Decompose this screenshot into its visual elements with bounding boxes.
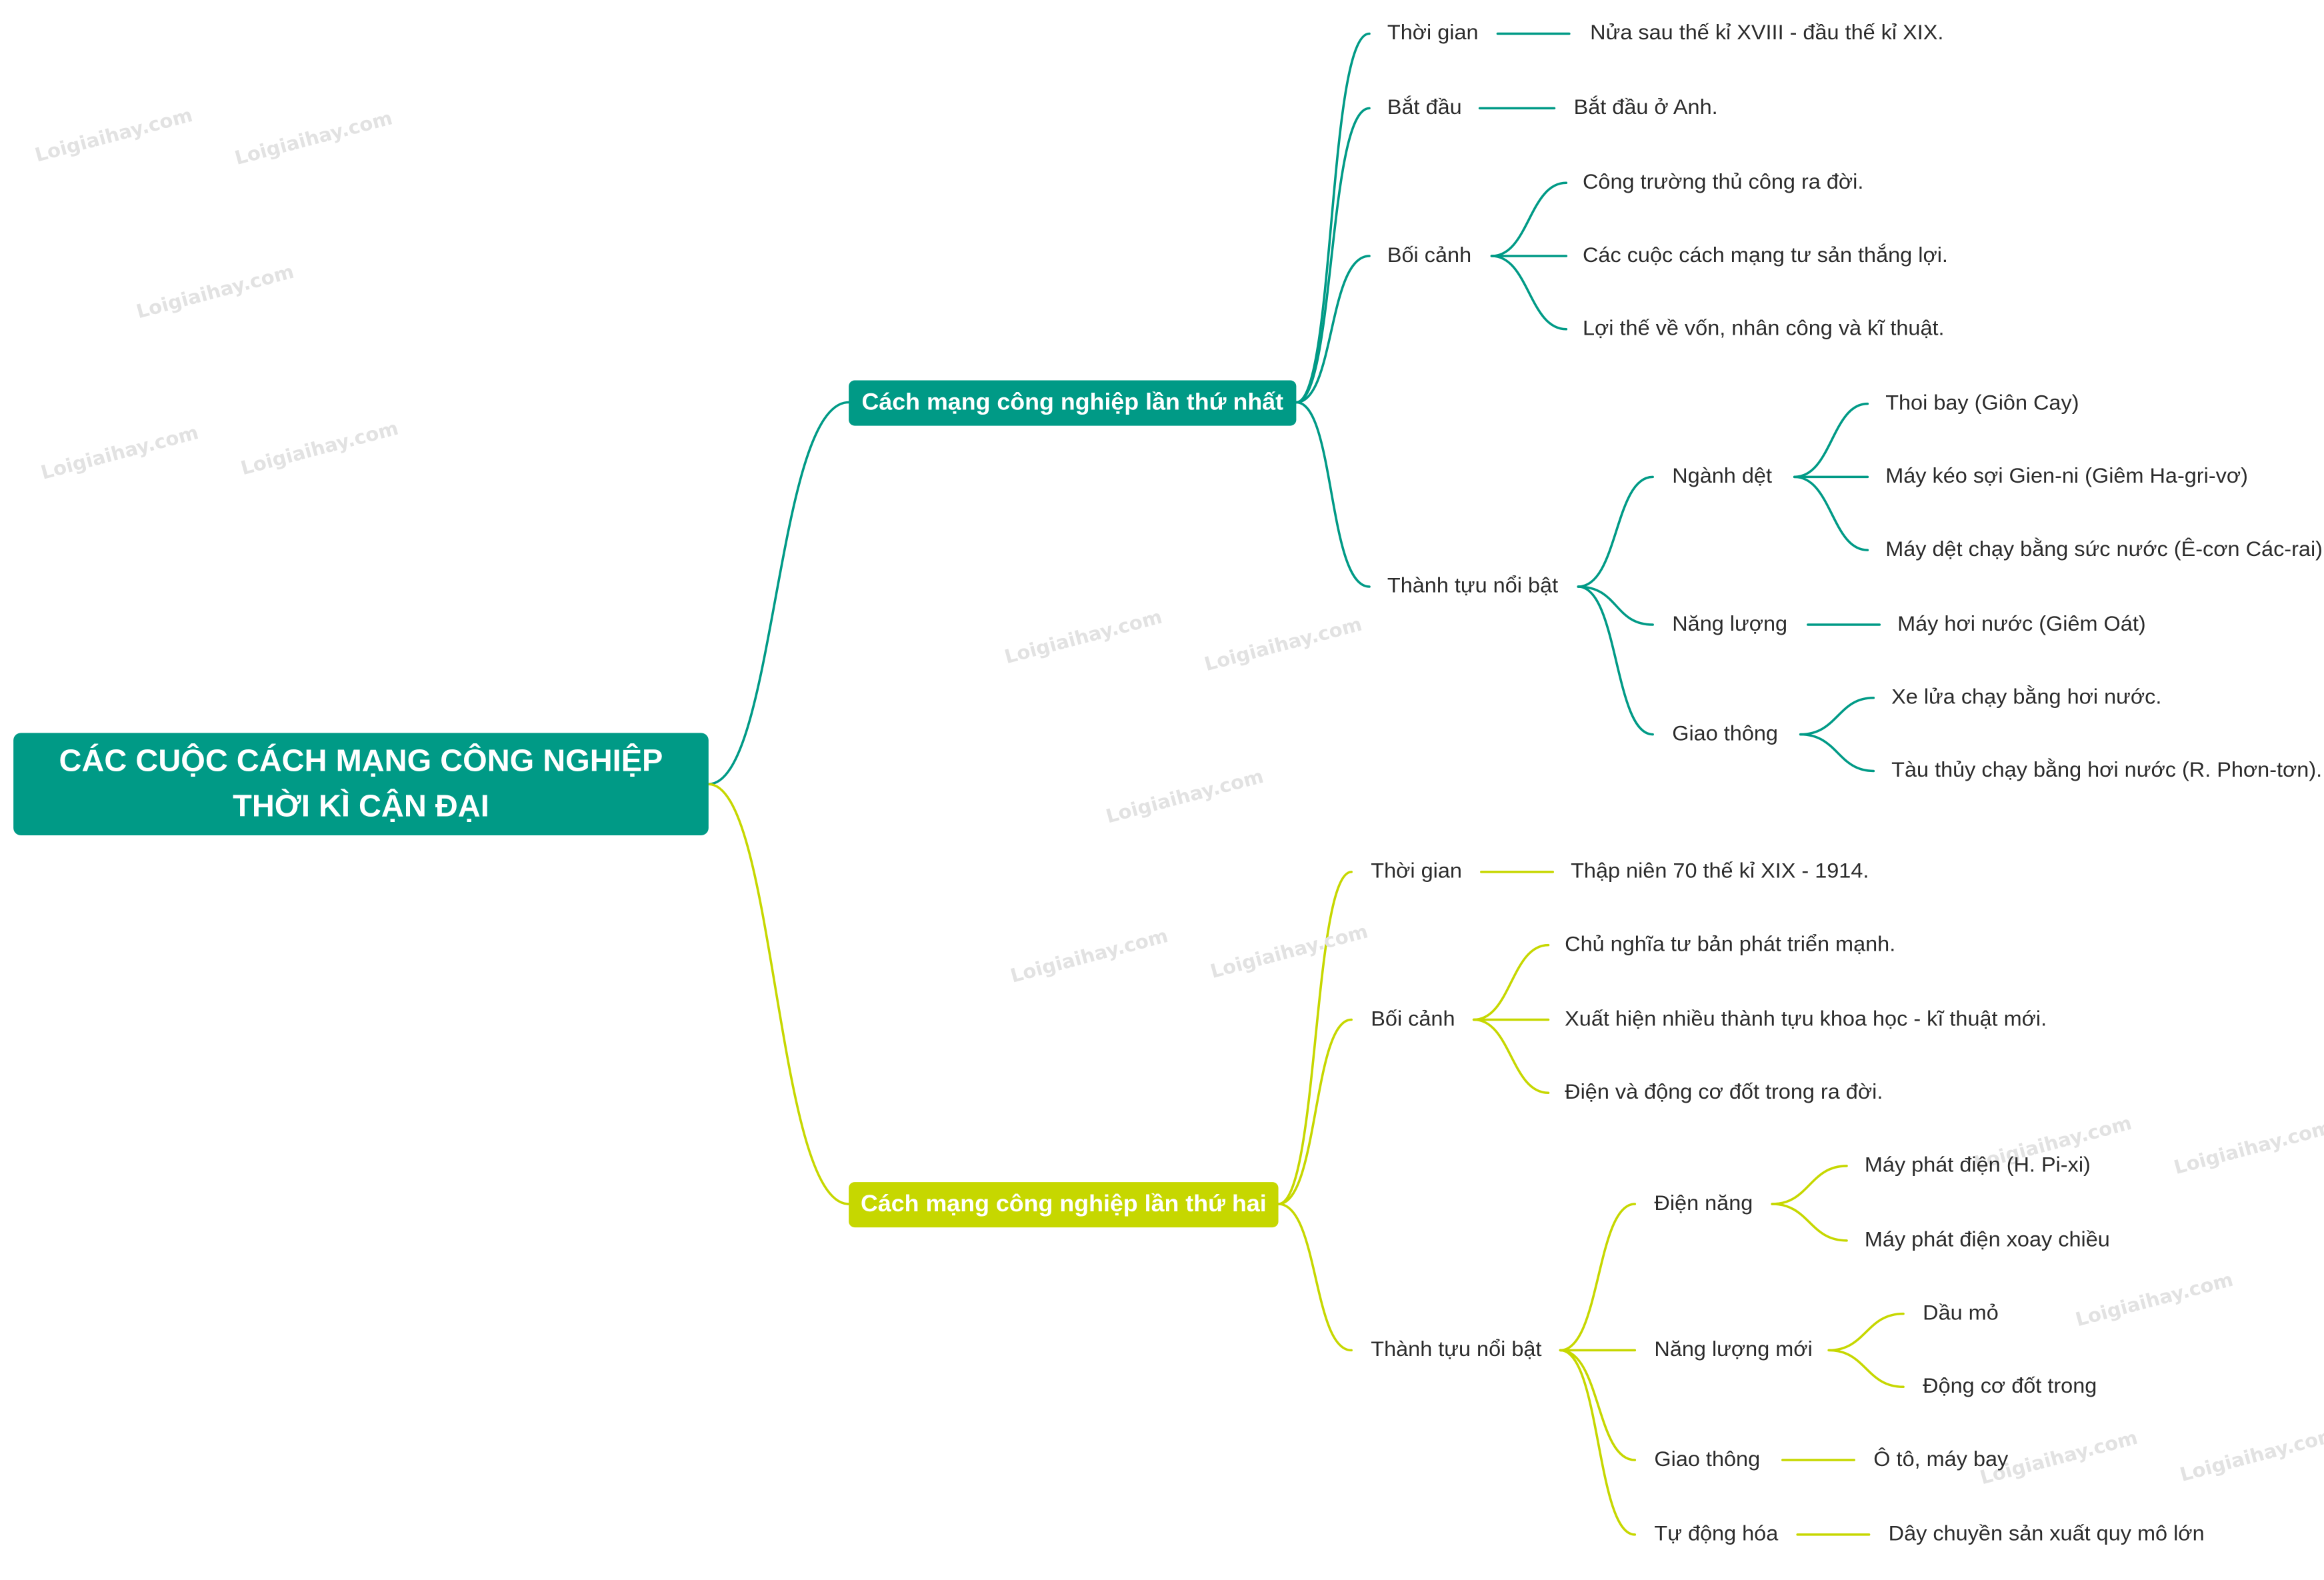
second-newenergy-item: Dầu mỏ <box>1923 1302 1999 1326</box>
first-textile-item: Máy kéo sợi Gien-ni (Giêm Ha-gri-vơ) <box>1885 465 2248 489</box>
first-time-value: Nửa sau thế kỉ XVIII - đầu thế kỉ XIX. <box>1590 21 1944 46</box>
first-time-label: Thời gian <box>1387 21 1479 46</box>
second-revolution-topic: Cách mạng công nghiệp lần thứ hai <box>849 1182 1279 1228</box>
first-context-item: Công trường thủ công ra đời. <box>1582 171 1864 195</box>
second-context-item: Chủ nghĩa tư bản phát triển mạnh. <box>1565 933 1896 957</box>
second-electric-item: Máy phát điện xoay chiều <box>1864 1229 2110 1253</box>
root-topic-line-1: CÁC CUỘC CÁCH MẠNG CÔNG NGHIỆP <box>59 744 663 779</box>
first-revolution-topic: Cách mạng công nghiệp lần thứ nhất <box>849 380 1297 426</box>
second-newenergy-item: Động cơ đốt trong <box>1923 1375 2097 1399</box>
first-context-label: Bối cảnh <box>1387 244 1472 268</box>
first-energy-value: Máy hơi nước (Giêm Oát) <box>1897 613 2146 637</box>
first-transport-label: Giao thông <box>1672 723 1778 747</box>
first-start-value: Bắt đầu ở Anh. <box>1573 96 1718 120</box>
second-automation-label: Tự động hóa <box>1654 1523 1779 1547</box>
root-topic: CÁC CUỘC CÁCH MẠNG CÔNG NGHIỆP THỜI KÌ C… <box>13 733 709 836</box>
second-time-label: Thời gian <box>1371 860 1462 884</box>
second-achievements-label: Thành tựu nổi bật <box>1371 1338 1542 1362</box>
second-electric-item: Máy phát điện (H. Pi-xi) <box>1864 1154 2091 1178</box>
first-textile-label: Ngành dệt <box>1672 465 1772 489</box>
second-context-item: Xuất hiện nhiều thành tựu khoa học - kĩ … <box>1565 1007 2047 1032</box>
first-energy-label: Năng lượng <box>1672 613 1788 637</box>
first-start-label: Bắt đầu <box>1387 96 1462 120</box>
second-context-label: Bối cảnh <box>1371 1007 1455 1032</box>
first-transport-item: Xe lửa chạy bằng hơi nước. <box>1891 686 2162 710</box>
first-transport-item: Tàu thủy chạy bằng hơi nước (R. Phơn-tơn… <box>1891 759 2323 783</box>
second-transport-value: Ô tô, máy bay <box>1873 1448 2009 1472</box>
first-textile-item: Thoi bay (Giôn Cay) <box>1885 392 2079 416</box>
second-electric-label: Điện năng <box>1654 1192 1753 1216</box>
second-time-value: Thập niên 70 thế kỉ XIX - 1914. <box>1571 860 1869 884</box>
root-topic-line-2: THỜI KÌ CẬN ĐẠI <box>233 789 489 824</box>
second-transport-label: Giao thông <box>1654 1448 1761 1472</box>
second-newenergy-label: Năng lượng mới <box>1654 1338 1813 1362</box>
first-textile-item: Máy dệt chạy bằng sức nước (Ê-cơn Các-ra… <box>1885 538 2323 562</box>
second-context-item: Điện và động cơ đốt trong ra đời. <box>1565 1081 1883 1105</box>
first-context-item: Các cuộc cách mạng tư sản thắng lợi. <box>1582 244 1948 268</box>
second-automation-value: Dây chuyền sản xuất quy mô lớn <box>1888 1523 2205 1547</box>
first-achievements-label: Thành tựu nổi bật <box>1387 575 1559 599</box>
first-context-item: Lợi thế về vốn, nhân công và kĩ thuật. <box>1582 317 1945 341</box>
